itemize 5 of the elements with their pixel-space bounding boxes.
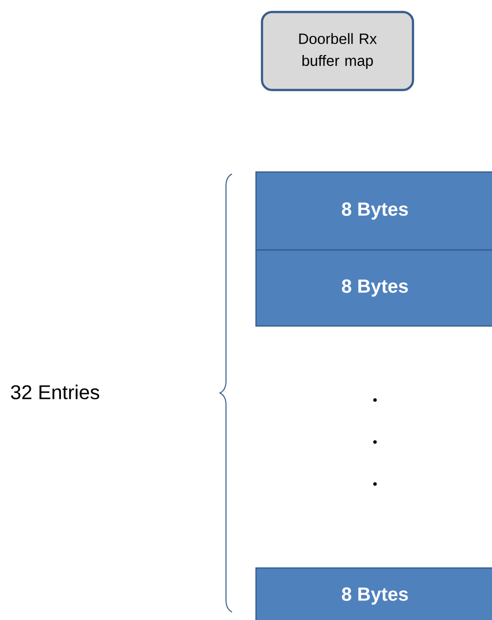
entry-box: 8 Bytes: [255, 249, 492, 327]
entry-box: 8 Bytes: [255, 567, 492, 620]
entry-box: 8 Bytes: [255, 171, 492, 251]
brace-label: 32 Entries: [10, 384, 100, 400]
title-box: Doorbell Rx buffer map: [260, 10, 414, 92]
